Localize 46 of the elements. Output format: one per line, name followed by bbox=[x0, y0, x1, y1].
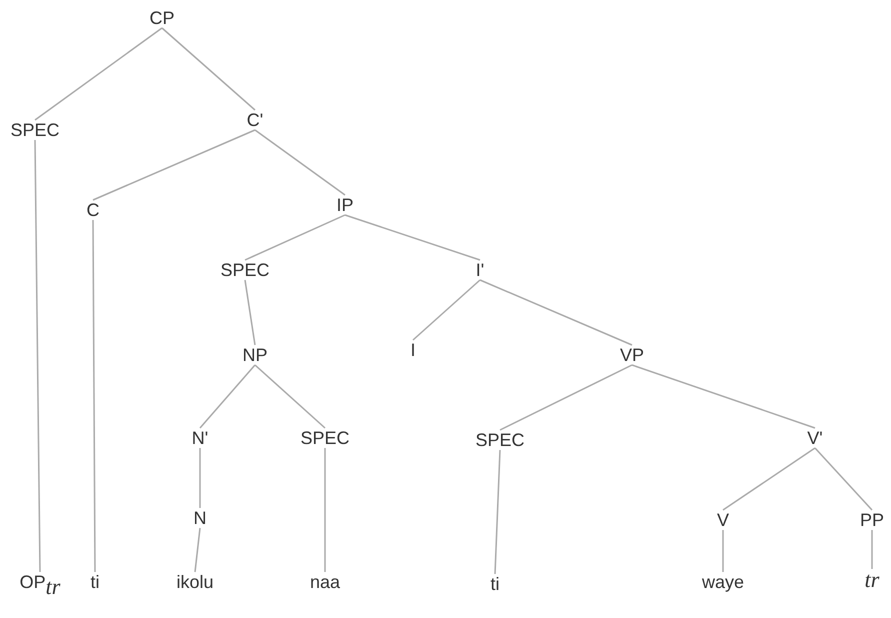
tree-label: SPEC bbox=[299, 427, 351, 449]
tree-label: I bbox=[410, 339, 416, 361]
tree-branch bbox=[92, 220, 96, 572]
tree-label: V bbox=[716, 509, 730, 531]
tree-branch bbox=[344, 214, 480, 261]
tree-branch bbox=[254, 129, 346, 196]
tree-branch bbox=[722, 447, 816, 511]
tree-label: I' bbox=[474, 259, 486, 281]
tree-label: CP bbox=[148, 7, 176, 29]
tree-label: SPEC bbox=[219, 259, 271, 281]
tree-label: C' bbox=[246, 109, 264, 131]
tree-branch bbox=[244, 214, 346, 261]
tree-label: NP bbox=[242, 344, 268, 366]
tree-branch bbox=[480, 279, 632, 346]
tree-label: N bbox=[192, 507, 208, 529]
tree-label: ikolu bbox=[175, 571, 215, 593]
tree-branch bbox=[34, 27, 162, 121]
tree-label: V' bbox=[806, 427, 824, 449]
tree-label: SPEC bbox=[474, 429, 526, 451]
tree-branch bbox=[632, 364, 816, 429]
tree-branch bbox=[244, 280, 256, 346]
tree-branch bbox=[814, 448, 873, 510]
tree-label: naa bbox=[308, 571, 342, 593]
tree-label: N' bbox=[190, 427, 210, 449]
tree-branch bbox=[494, 450, 501, 574]
tree-branch bbox=[194, 528, 201, 572]
tree-branch bbox=[324, 448, 326, 572]
tree-label: PP bbox=[859, 509, 885, 531]
tree-branch bbox=[412, 279, 480, 341]
tree-branch bbox=[254, 364, 326, 429]
tree-label: C bbox=[86, 199, 100, 221]
tree-branch bbox=[34, 140, 41, 572]
tree-label: tr bbox=[864, 568, 880, 592]
tree-branch bbox=[500, 364, 632, 431]
tree-label: IP bbox=[336, 194, 354, 216]
tree-branch bbox=[199, 448, 201, 508]
tree-label: SPEC bbox=[9, 119, 61, 141]
tree-label: ti bbox=[90, 571, 100, 593]
tree-branch bbox=[162, 27, 256, 111]
tree-branch bbox=[722, 530, 724, 572]
tree-branch bbox=[871, 530, 873, 569]
tree-branch bbox=[92, 129, 256, 201]
tree-branch bbox=[199, 364, 256, 428]
tree-label: ti bbox=[490, 573, 500, 595]
tree-label: VP bbox=[619, 344, 645, 366]
tree-label: waye bbox=[700, 571, 746, 593]
